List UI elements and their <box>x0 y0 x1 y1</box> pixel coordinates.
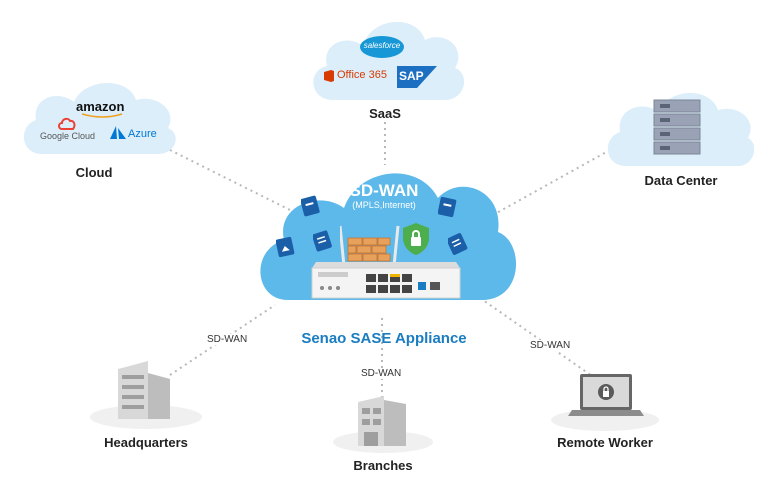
headquarters-building-icon <box>90 361 202 429</box>
salesforce-logo-icon <box>360 36 404 58</box>
sase-appliance <box>311 262 461 299</box>
list-file-icon <box>448 233 468 255</box>
text-file-icon <box>313 230 332 252</box>
salesforce-logo-text: salesforce <box>363 41 401 50</box>
cloud-providers-cloud <box>23 82 176 154</box>
document-icon-right <box>438 196 457 218</box>
firewall-icon <box>340 225 400 267</box>
amazon-logo-text: amazon <box>76 99 125 114</box>
headquarters-label: Headquarters <box>104 435 188 450</box>
sap-logo-text: SAP <box>399 69 424 83</box>
sap-logo-icon <box>397 66 437 88</box>
azure-logo-icon <box>110 126 126 139</box>
server-rack-icon <box>653 99 701 155</box>
saas-cloud <box>313 21 465 100</box>
shield-lock-icon <box>403 223 429 255</box>
image-file-icon <box>276 236 295 258</box>
branches-building-icon <box>333 396 433 453</box>
saas-label: SaaS <box>369 106 401 121</box>
sdwan-title: SD-WAN <box>349 181 419 200</box>
sdwan-subtitle: (MPLS,Internet) <box>352 200 416 210</box>
sdwan-link-label-hq: SD-WAN <box>205 334 250 345</box>
azure-logo-text: Azure <box>128 128 157 140</box>
google-cloud-text: Google Cloud <box>40 131 96 141</box>
branches-label: Branches <box>353 458 413 473</box>
line-cloud <box>169 149 301 216</box>
sase-appliance-caption: Senao SASE Appliance <box>301 330 467 347</box>
office-logo-text: Office 365 <box>337 69 387 81</box>
cloud-label: Cloud <box>75 165 113 180</box>
google-cloud-icon <box>58 117 76 130</box>
document-icon <box>301 195 320 217</box>
datacenter-label: Data Center <box>644 173 718 188</box>
remote-worker-laptop-icon <box>551 374 659 431</box>
remote-worker-label: Remote Worker <box>557 435 653 450</box>
line-datacenter <box>474 149 611 226</box>
office-logo-icon <box>324 70 334 82</box>
sdwan-link-label-branches: SD-WAN <box>359 368 404 379</box>
sdwan-link-label-remote: SD-WAN <box>528 340 573 351</box>
amazon-smile-icon <box>81 113 123 118</box>
